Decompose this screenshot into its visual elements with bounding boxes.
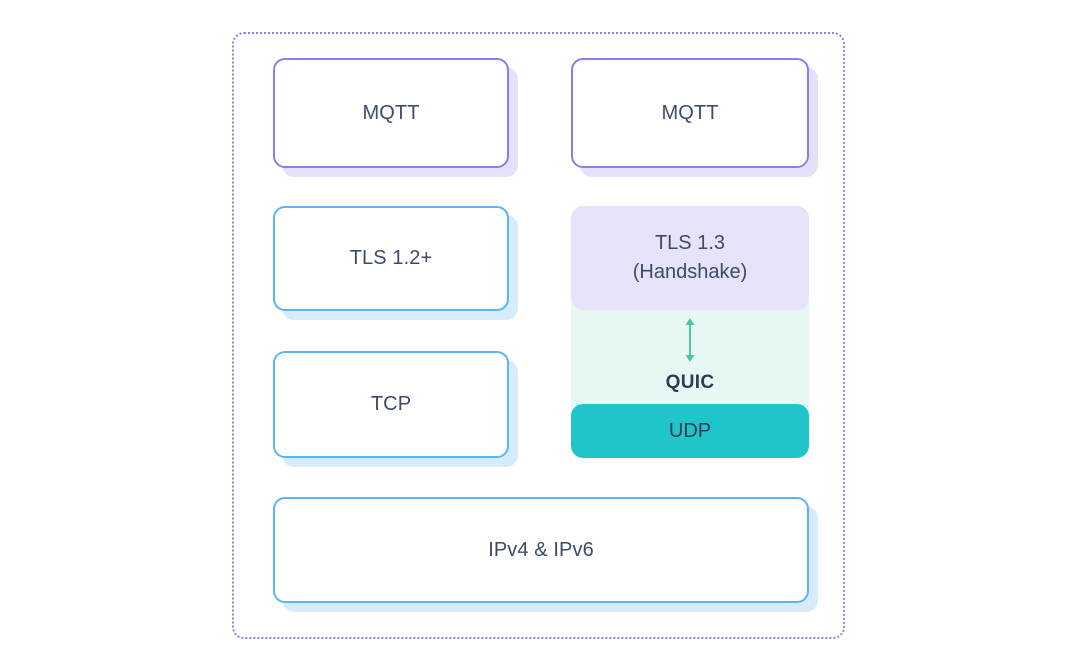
layer-box-ip[interactable]: IPv4 & IPv6 [273,497,809,603]
layer-label-mqtt-quic: MQTT [661,101,719,124]
bidirectional-arrow-icon [685,318,695,362]
layer-box-quic-stack[interactable]: TLS 1.3 (Handshake) QUIC UDP [571,206,809,458]
layer-label-tls13-line1: TLS 1.3 [654,232,726,254]
layer-box-tls12[interactable]: TLS 1.2+ [273,206,509,311]
layer-label-udp: UDP [668,419,712,442]
layer-box-tcp[interactable]: TCP [273,351,509,458]
diagram-outer-frame [232,32,845,639]
layer-box-udp[interactable]: UDP [571,404,809,458]
layer-box-quic[interactable]: QUIC [571,310,809,405]
layer-label-quic: QUIC [665,372,715,393]
layer-label-ip: IPv4 & IPv6 [488,538,594,561]
layer-box-mqtt-tcp[interactable]: MQTT [273,58,509,168]
layer-box-tls13[interactable]: TLS 1.3 (Handshake) [571,206,809,310]
layer-label-tls12: TLS 1.2+ [349,247,433,269]
layer-label-tls13-line2: (Handshake) [632,261,748,283]
layer-label-mqtt-tcp: MQTT [362,101,420,124]
layer-label-tcp: TCP [370,393,412,415]
layer-box-mqtt-quic[interactable]: MQTT [571,58,809,168]
